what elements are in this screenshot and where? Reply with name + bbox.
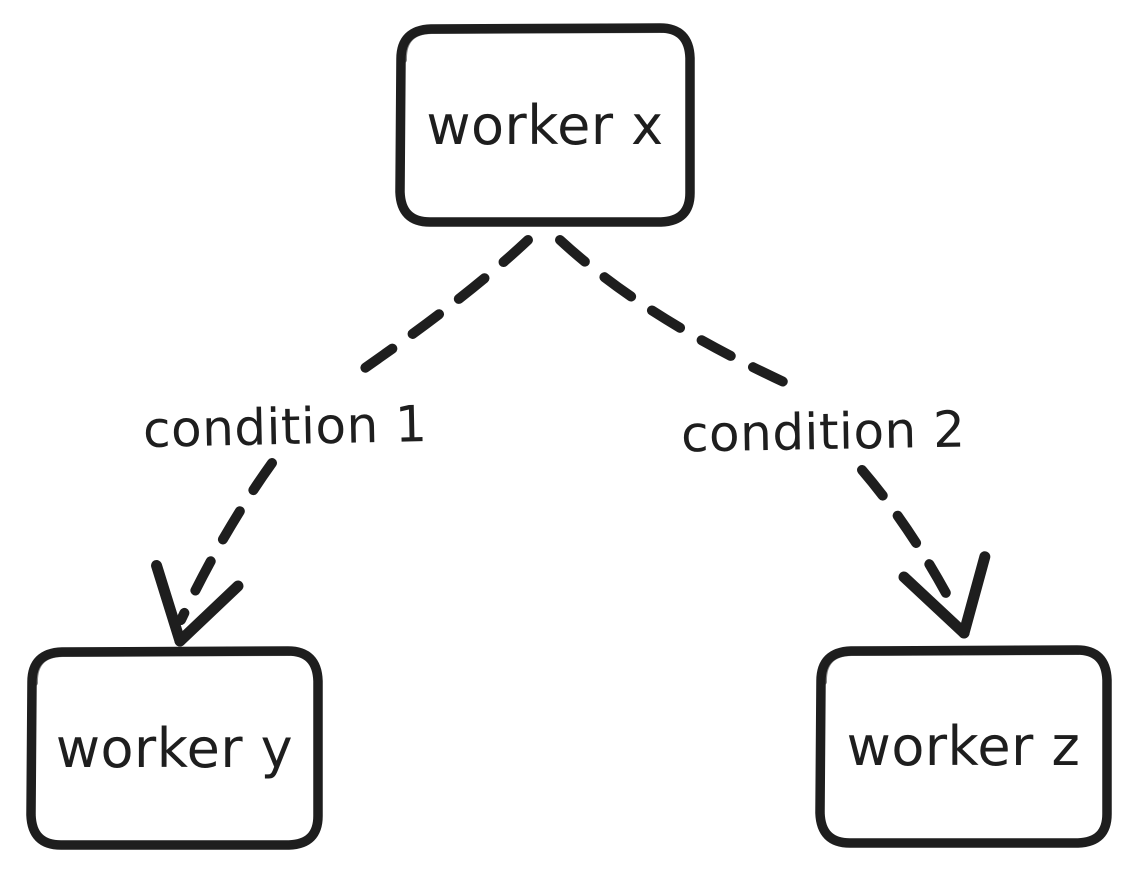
node-worker-z[interactable] [815, 645, 1112, 848]
node-worker-x-sketch-overstroke [400, 27, 665, 63]
node-worker-y[interactable] [26, 646, 323, 850]
edge-x-to-y-arrowhead [151, 560, 244, 647]
edge-x-to-y-line-lower [176, 458, 277, 625]
edge-x-to-z-line-upper [555, 235, 791, 388]
node-worker-z-shape [815, 645, 1112, 848]
edge-x-to-z-arrowhead [898, 551, 991, 639]
node-worker-y-sketch-overstroke [31, 650, 292, 686]
node-worker-x[interactable] [395, 23, 695, 227]
node-worker-z-sketch-overstroke [820, 649, 1081, 685]
edge-x-to-z[interactable] [555, 235, 991, 639]
edge-x-to-y[interactable] [151, 235, 533, 647]
edge-x-to-z-line-lower [857, 465, 961, 617]
edge-x-to-y-line-upper [347, 235, 533, 382]
node-worker-y-shape [26, 646, 323, 850]
node-worker-x-shape [395, 23, 695, 227]
